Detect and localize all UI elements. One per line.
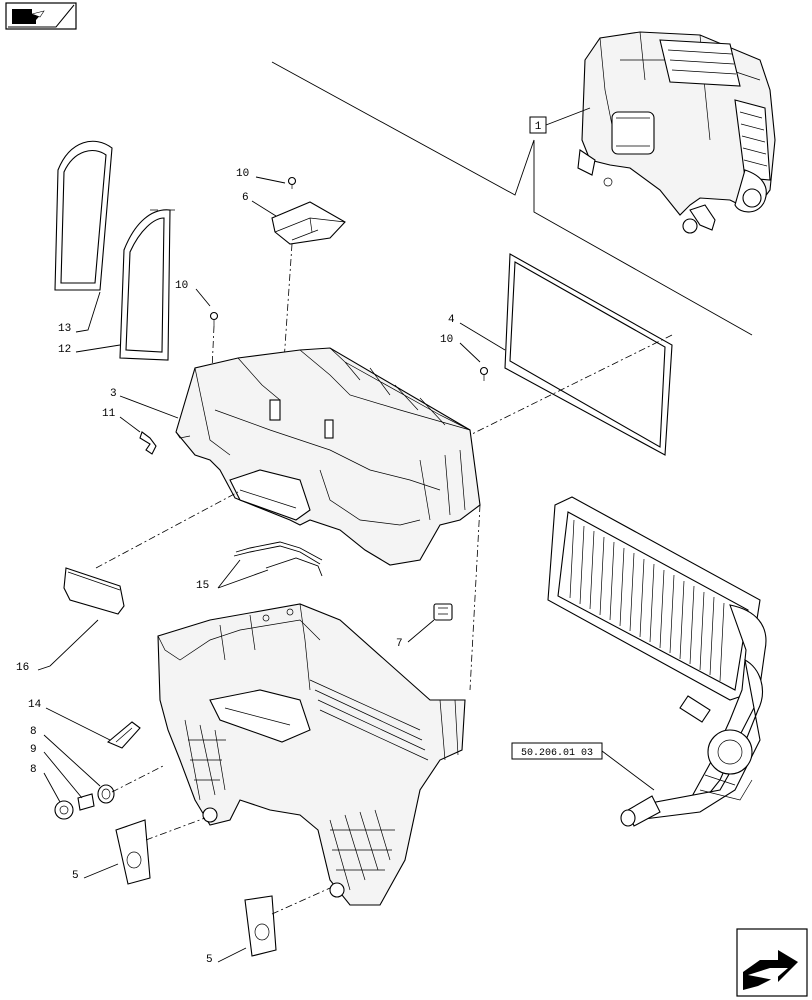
assembly-line-fasteners [111,764,166,793]
svg-text:1: 1 [535,121,542,133]
callout-14: 14 [28,699,111,741]
assembly-line-5-right [271,887,331,915]
callout-7: 7 [396,619,435,650]
svg-text:10: 10 [236,168,249,180]
screw-10-top [287,176,297,189]
reference-callout[interactable]: 50.206.01 03 [511,742,655,791]
clip-14 [106,721,141,749]
callout-11: 11 [102,408,141,433]
spacer-5-right [244,895,277,957]
seal-13 [54,140,113,291]
svg-text:13: 13 [58,323,71,335]
svg-text:11: 11 [102,408,116,420]
callout-10-b: 10 [175,280,211,307]
svg-text:16: 16 [16,662,29,674]
section-boundary-line [271,61,753,336]
callout-15: 15 [196,559,269,592]
svg-text:7: 7 [396,638,403,650]
svg-text:8: 8 [30,764,37,776]
svg-text:4: 4 [448,314,455,326]
assembly-line-housing [469,504,481,691]
callout-3: 3 [110,388,179,419]
svg-text:10: 10 [440,334,453,346]
clip-7 [433,603,453,621]
svg-text:9: 9 [30,744,37,756]
svg-text:6: 6 [242,192,249,204]
hvac-assembly-overview [577,31,776,234]
svg-text:3: 3 [110,388,117,400]
callout-5-b: 5 [206,947,247,966]
callout-4: 4 [448,314,506,351]
svg-text:10: 10 [175,280,188,292]
filter-frame-4 [504,253,673,456]
svg-text:5: 5 [206,954,213,966]
svg-text:14: 14 [28,699,42,711]
control-module-6 [271,201,346,245]
screw-10-right [479,366,489,381]
callout-1: 1 [529,107,591,134]
svg-text:5: 5 [72,870,79,882]
seal-12 [119,209,175,361]
callout-6: 6 [242,192,277,217]
callout-16: 16 [16,619,99,674]
callout-10-a: 10 [236,168,286,184]
callout-8-a: 8 [30,726,101,787]
callout-8-b: 8 [30,764,61,803]
next-page-arrow-icon[interactable] [736,928,808,997]
svg-text:12: 12 [58,344,71,356]
grommet-8-lower [54,800,74,820]
spacer-5-left [115,819,151,885]
callout-9: 9 [30,744,83,799]
screw-10-left [209,311,219,326]
heater-core [547,496,767,827]
upper-housing-3 [175,347,481,566]
callout-13: 13 [58,291,101,335]
bushing-8-upper [97,784,115,804]
lower-housing [157,603,466,906]
filter-pad-16 [63,567,125,615]
book-arrow-icon[interactable] [5,2,77,30]
callout-5-a: 5 [72,863,119,882]
svg-text:8: 8 [30,726,37,738]
assembly-line-10-left [211,325,215,371]
assembly-line-16 [95,491,239,569]
assembly-line-5-left [145,817,206,841]
callout-12: 12 [58,344,121,356]
clip-11 [139,431,157,455]
svg-text:50.206.01 03: 50.206.01 03 [521,748,593,759]
callout-10-c: 10 [440,334,481,363]
wire-harness-15 [233,541,323,577]
svg-text:15: 15 [196,580,209,592]
